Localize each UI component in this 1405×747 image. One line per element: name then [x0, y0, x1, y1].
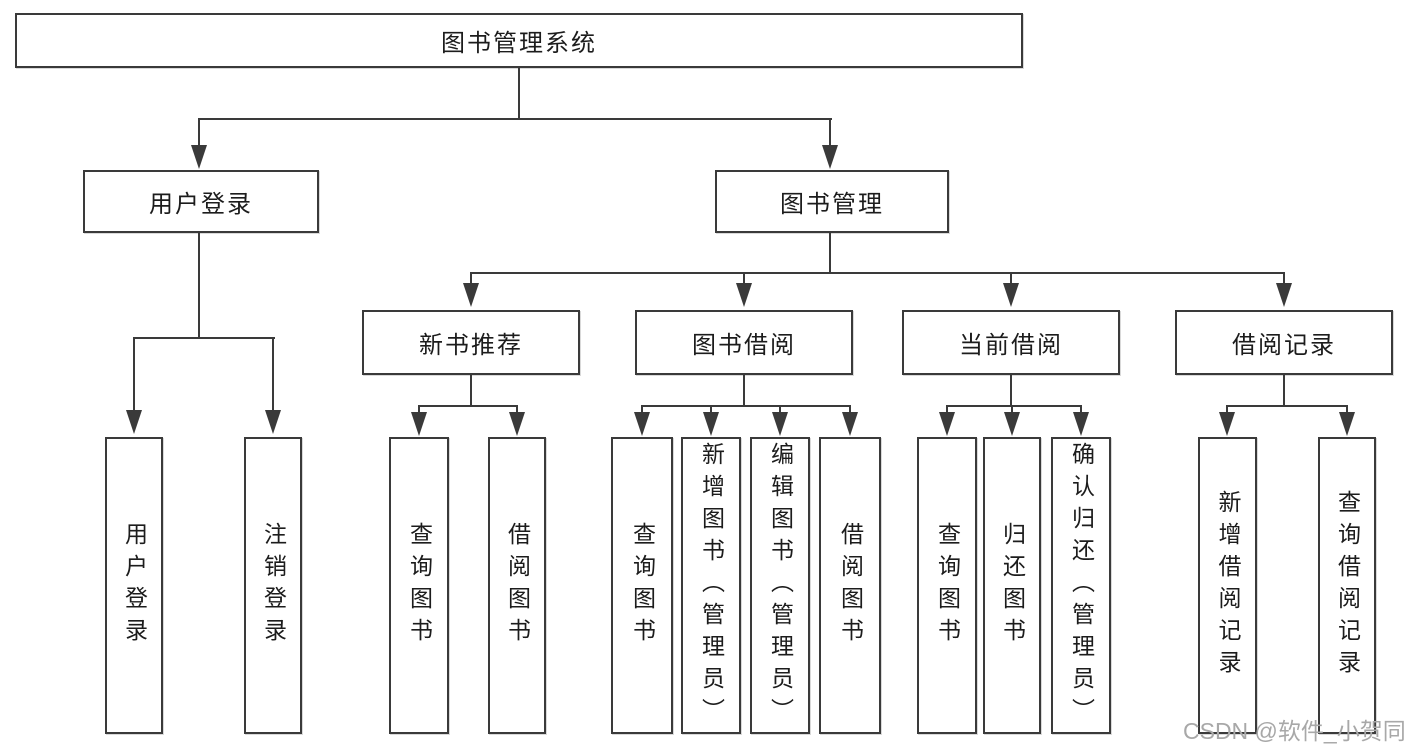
leaf-record-query: 查询借阅记录 — [1318, 437, 1376, 734]
connector-root-bar — [198, 118, 832, 120]
arrow-borrow-leaf-3 — [772, 412, 788, 436]
arrow-to-user-login — [191, 145, 207, 169]
connector-book-arm-3 — [1010, 272, 1012, 283]
arrow-borrow-leaf-1 — [634, 412, 650, 436]
arrow-to-current-borrow — [1003, 283, 1019, 307]
node-user-login-label: 用户登录 — [149, 191, 253, 218]
arrow-to-logout-leaf — [265, 410, 281, 434]
connector-rec-arm-1 — [418, 405, 420, 412]
connector-cur-arm-2 — [1011, 405, 1013, 412]
leaf-borrow-query-book: 查询图书 — [611, 437, 673, 734]
leaf-borrow-add-book-admin-label: 新增图书（管理员） — [698, 441, 725, 730]
arrow-rec-leaf-2 — [509, 412, 525, 436]
arrow-to-borrow-record — [1276, 283, 1292, 307]
connector-record-arm-2 — [1346, 405, 1348, 412]
connector-borrow-arm-2 — [710, 405, 712, 412]
connector-cur-arm-3 — [1080, 405, 1082, 412]
leaf-user-login: 用户登录 — [105, 437, 163, 734]
connector-book-arm-1 — [470, 272, 472, 283]
leaf-rec-borrow-book-label: 借阅图书 — [504, 521, 531, 650]
node-root-system: 图书管理系统 — [15, 13, 1023, 68]
connector-user-bar — [133, 337, 275, 339]
arrow-to-new-book-rec — [463, 283, 479, 307]
arrow-to-login-leaf — [126, 410, 142, 434]
connector-user-stem — [198, 233, 200, 337]
arrow-rec-leaf-1 — [411, 412, 427, 436]
connector-book-arm-4 — [1283, 272, 1285, 283]
connector-cur-stem — [1010, 375, 1012, 405]
connector-root-arm-right — [829, 118, 831, 145]
node-current-borrow: 当前借阅 — [902, 310, 1120, 375]
leaf-borrow-borrow-book: 借阅图书 — [819, 437, 881, 734]
leaf-rec-query-book: 查询图书 — [389, 437, 449, 734]
leaf-borrow-edit-book-admin-label: 编辑图书（管理员） — [767, 441, 794, 730]
connector-record-bar — [1226, 405, 1348, 407]
node-book-mgmt-label: 图书管理 — [780, 191, 884, 218]
connector-user-arm-left — [133, 337, 135, 410]
node-root-system-label: 图书管理系统 — [441, 30, 597, 57]
leaf-borrow-query-book-label: 查询图书 — [629, 521, 656, 650]
leaf-logout: 注销登录 — [244, 437, 302, 734]
connector-cur-arm-1 — [946, 405, 948, 412]
leaf-record-query-label: 查询借阅记录 — [1334, 489, 1361, 682]
node-book-mgmt: 图书管理 — [715, 170, 949, 233]
connector-borrow-bar — [641, 405, 851, 407]
connector-borrow-arm-3 — [779, 405, 781, 412]
leaf-cur-query-book-label: 查询图书 — [934, 521, 961, 650]
arrow-record-leaf-2 — [1339, 412, 1355, 436]
arrow-to-book-mgmt — [822, 145, 838, 169]
leaf-record-add: 新增借阅记录 — [1198, 437, 1257, 734]
leaf-rec-borrow-book: 借阅图书 — [488, 437, 546, 734]
leaf-cur-confirm-return-admin-label: 确认归还（管理员） — [1068, 441, 1095, 730]
connector-root-arm-left — [198, 118, 200, 145]
connector-book-arm-2 — [743, 272, 745, 283]
connector-book-bar — [470, 272, 1285, 274]
arrow-cur-leaf-3 — [1073, 412, 1089, 436]
connector-book-stem — [829, 233, 831, 272]
connector-borrow-arm-4 — [849, 405, 851, 412]
connector-cur-bar — [946, 405, 1082, 407]
arrow-cur-leaf-2 — [1004, 412, 1020, 436]
leaf-borrow-edit-book-admin: 编辑图书（管理员） — [750, 437, 810, 734]
arrow-cur-leaf-1 — [939, 412, 955, 436]
connector-record-arm-1 — [1226, 405, 1228, 412]
node-new-book-rec: 新书推荐 — [362, 310, 580, 375]
connector-record-stem — [1283, 375, 1285, 405]
node-new-book-rec-label: 新书推荐 — [419, 332, 523, 359]
connector-rec-bar — [418, 405, 518, 407]
arrow-borrow-leaf-2 — [703, 412, 719, 436]
connector-root-stem — [518, 68, 520, 118]
node-book-borrow-label: 图书借阅 — [692, 332, 796, 359]
leaf-record-add-label: 新增借阅记录 — [1215, 489, 1241, 682]
node-borrow-record: 借阅记录 — [1175, 310, 1393, 375]
connector-borrow-stem — [743, 375, 745, 405]
leaf-borrow-borrow-book-label: 借阅图书 — [837, 521, 864, 650]
csdn-watermark: CSDN @软件_小贺同学 — [1183, 718, 1405, 744]
arrow-borrow-leaf-4 — [842, 412, 858, 436]
node-user-login: 用户登录 — [83, 170, 319, 233]
connector-user-arm-right — [272, 337, 274, 410]
leaf-rec-query-book-label: 查询图书 — [406, 521, 433, 650]
node-book-borrow: 图书借阅 — [635, 310, 853, 375]
leaf-cur-return-book: 归还图书 — [983, 437, 1041, 734]
connector-rec-arm-2 — [516, 405, 518, 412]
leaf-cur-query-book: 查询图书 — [917, 437, 977, 734]
node-current-borrow-label: 当前借阅 — [959, 332, 1063, 359]
leaf-logout-label: 注销登录 — [260, 521, 287, 650]
leaf-cur-return-book-label: 归还图书 — [999, 521, 1026, 650]
connector-rec-stem — [470, 375, 472, 405]
leaf-cur-confirm-return-admin: 确认归还（管理员） — [1051, 437, 1111, 734]
arrow-record-leaf-1 — [1219, 412, 1235, 436]
arrow-to-book-borrow — [736, 283, 752, 307]
connector-borrow-arm-1 — [641, 405, 643, 412]
leaf-user-login-label: 用户登录 — [121, 521, 148, 650]
leaf-borrow-add-book-admin: 新增图书（管理员） — [681, 437, 741, 734]
node-borrow-record-label: 借阅记录 — [1232, 332, 1336, 359]
